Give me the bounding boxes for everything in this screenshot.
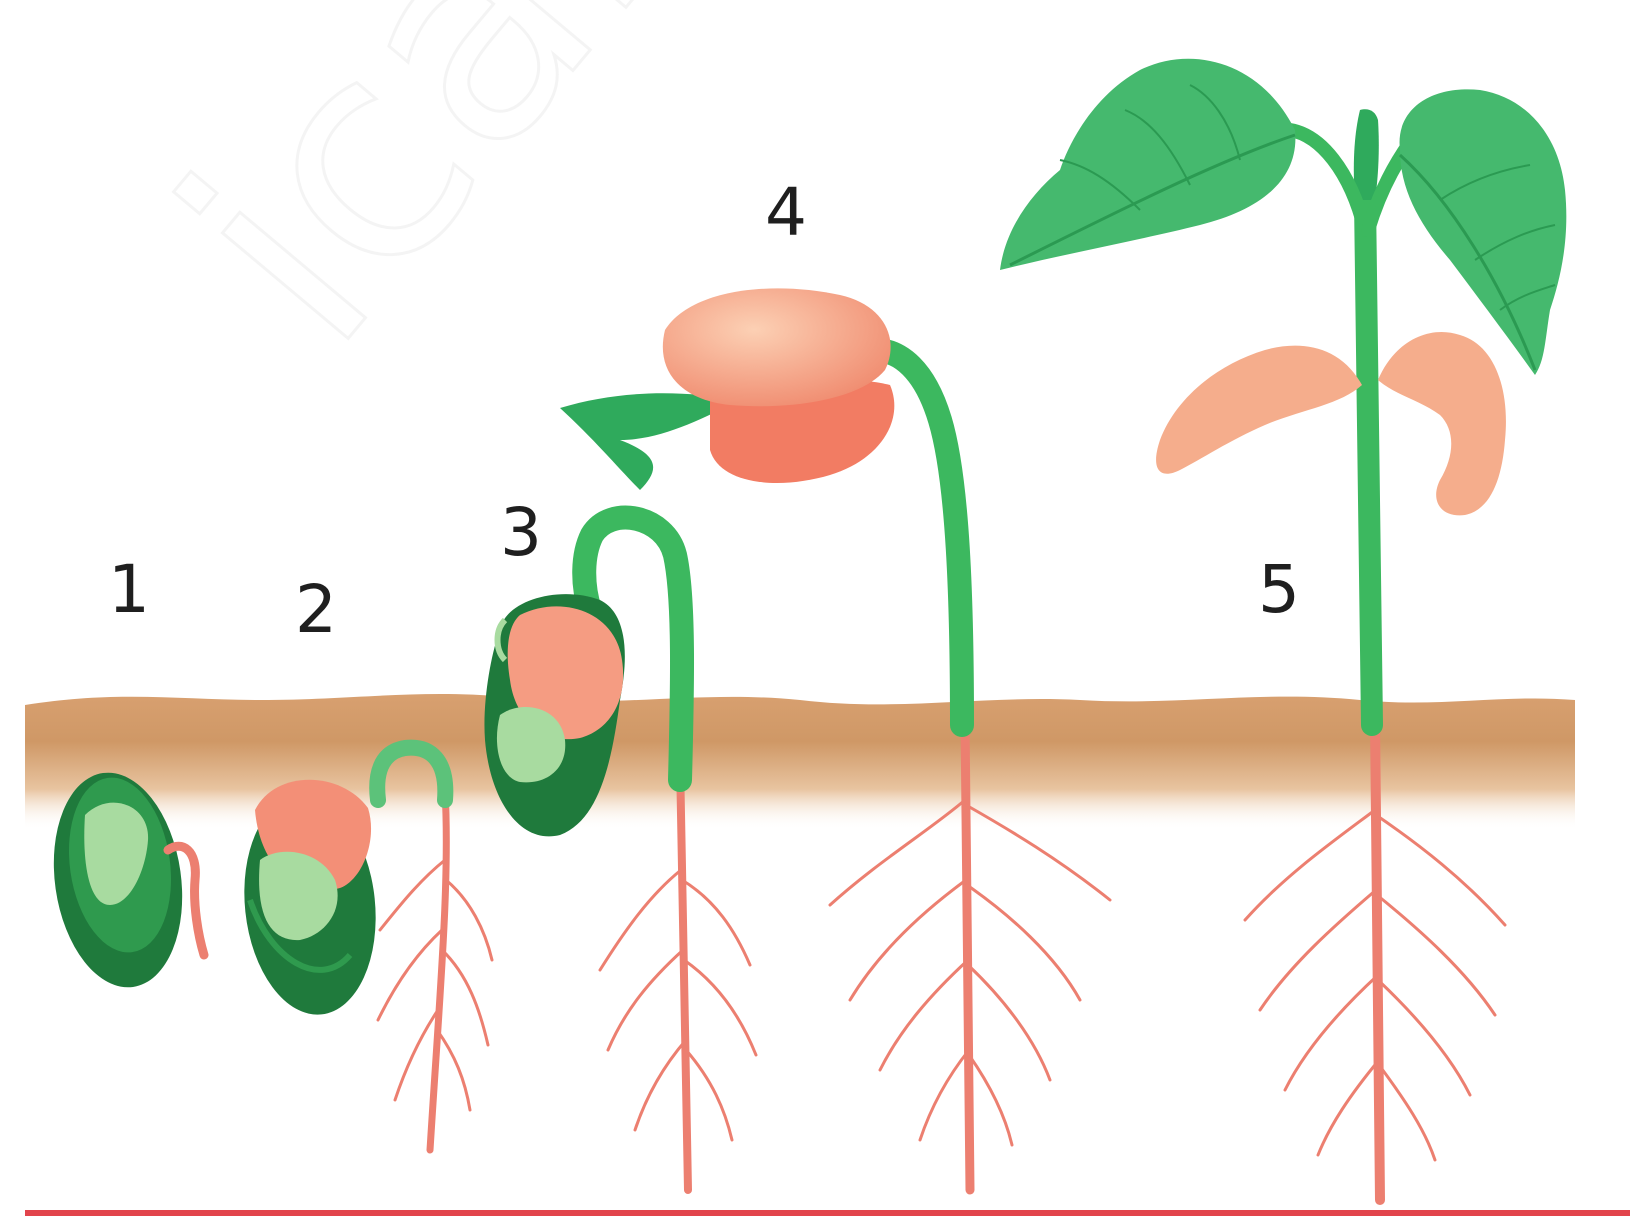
stage-label-2: 2 [295,571,337,648]
stage-label-4: 4 [765,174,807,251]
stage-label-3: 3 [500,494,542,571]
stage-5-cotyledon-right [1378,332,1506,515]
watermark: ical [117,0,716,406]
stage-2-roots [378,790,492,1150]
stage-5-cotyledon-left [1156,346,1362,474]
stage-3-hook-emerging [484,518,756,1190]
stage-label-5: 5 [1258,551,1300,628]
stage-5-left-leaf [1000,59,1295,270]
stage-4-cotyledon-upper [663,288,891,406]
watermark-text: ical [117,0,716,406]
stage-5-right-leaf [1400,89,1567,375]
stage-label-1: 1 [108,551,150,628]
stage-5-young-plant [1000,59,1566,1200]
